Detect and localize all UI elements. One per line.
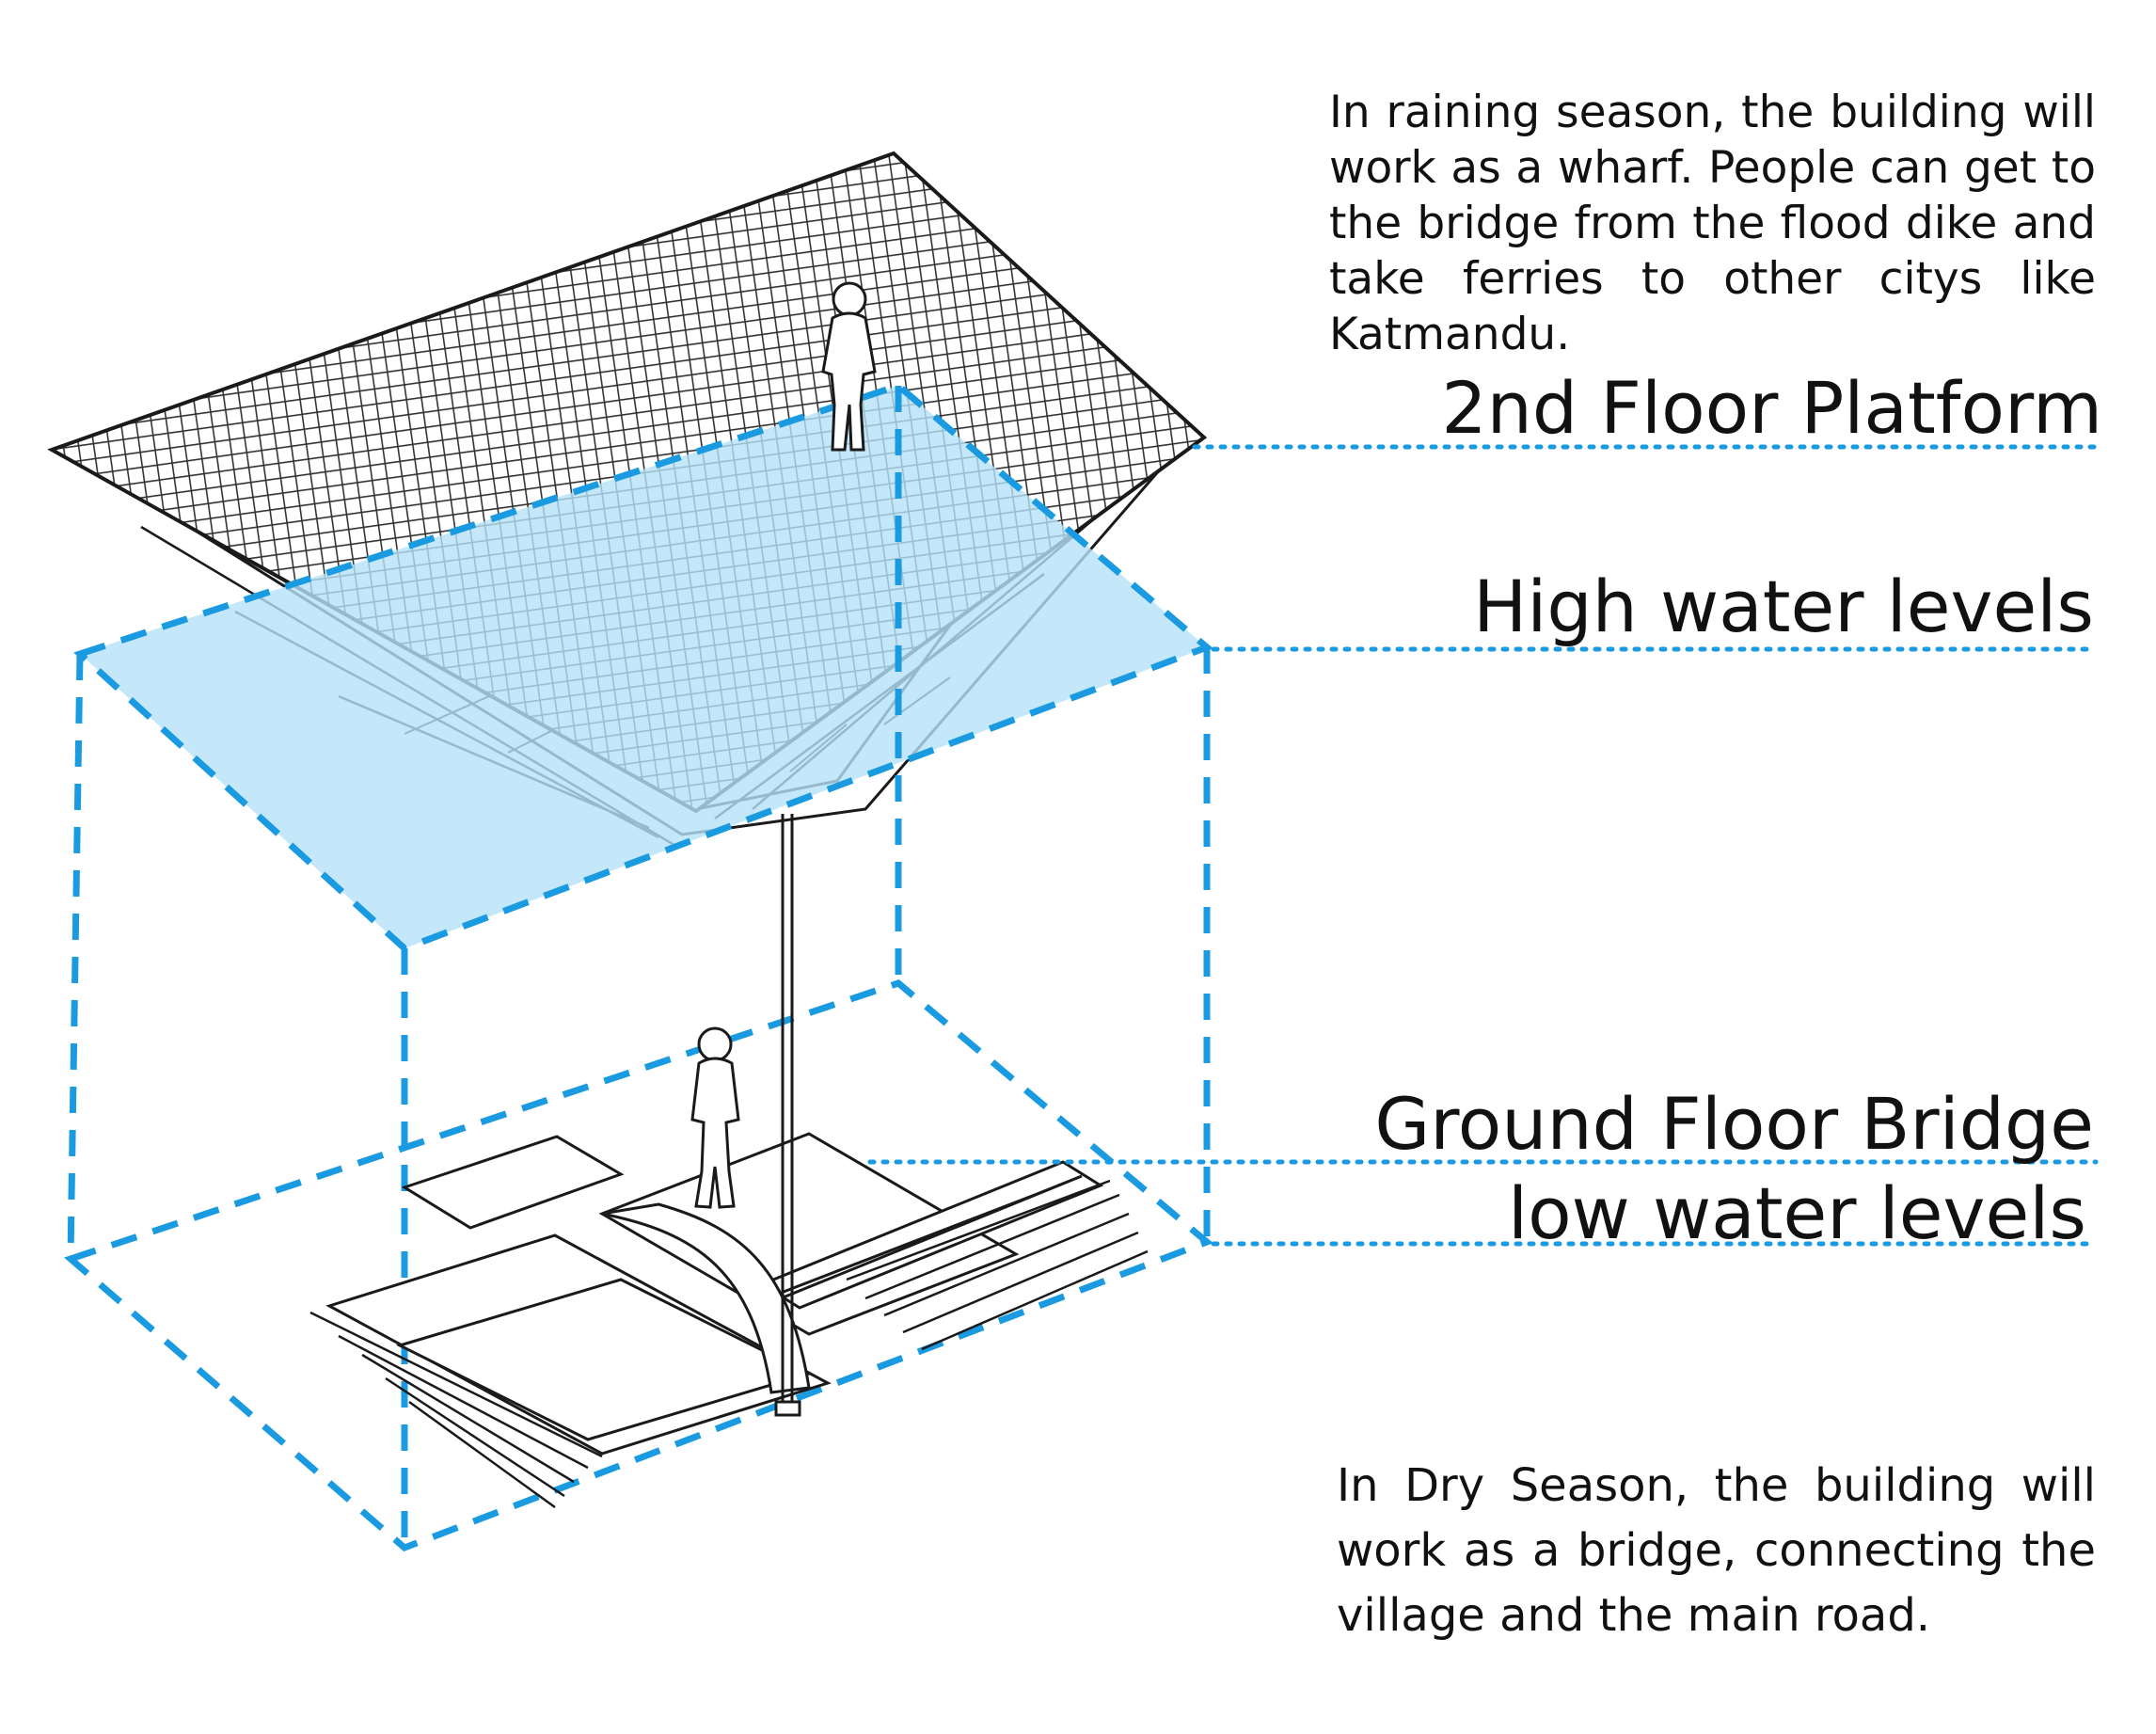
- dry-season-note: In Dry Season, the building will work as…: [1337, 1459, 2096, 1642]
- platform-label: 2nd Floor Platform: [1441, 366, 2102, 450]
- water-volume-box: [64, 382, 1213, 1552]
- rainy-season-note: In raining season, the building will wor…: [1329, 87, 2096, 360]
- ground-bridge-label: Ground Floor Bridge: [1374, 1082, 2094, 1166]
- low-water-label: low water levels: [1508, 1171, 2086, 1255]
- high-water-label: High water levels: [1473, 565, 2094, 648]
- person-on-bridge-icon: [690, 1026, 740, 1209]
- high-water-plane: [80, 386, 1207, 948]
- ground-bridge: [309, 1132, 1149, 1509]
- person-on-platform-icon: [821, 281, 877, 452]
- leader-lines: [867, 444, 2099, 1247]
- anchor-chain: [774, 814, 801, 1417]
